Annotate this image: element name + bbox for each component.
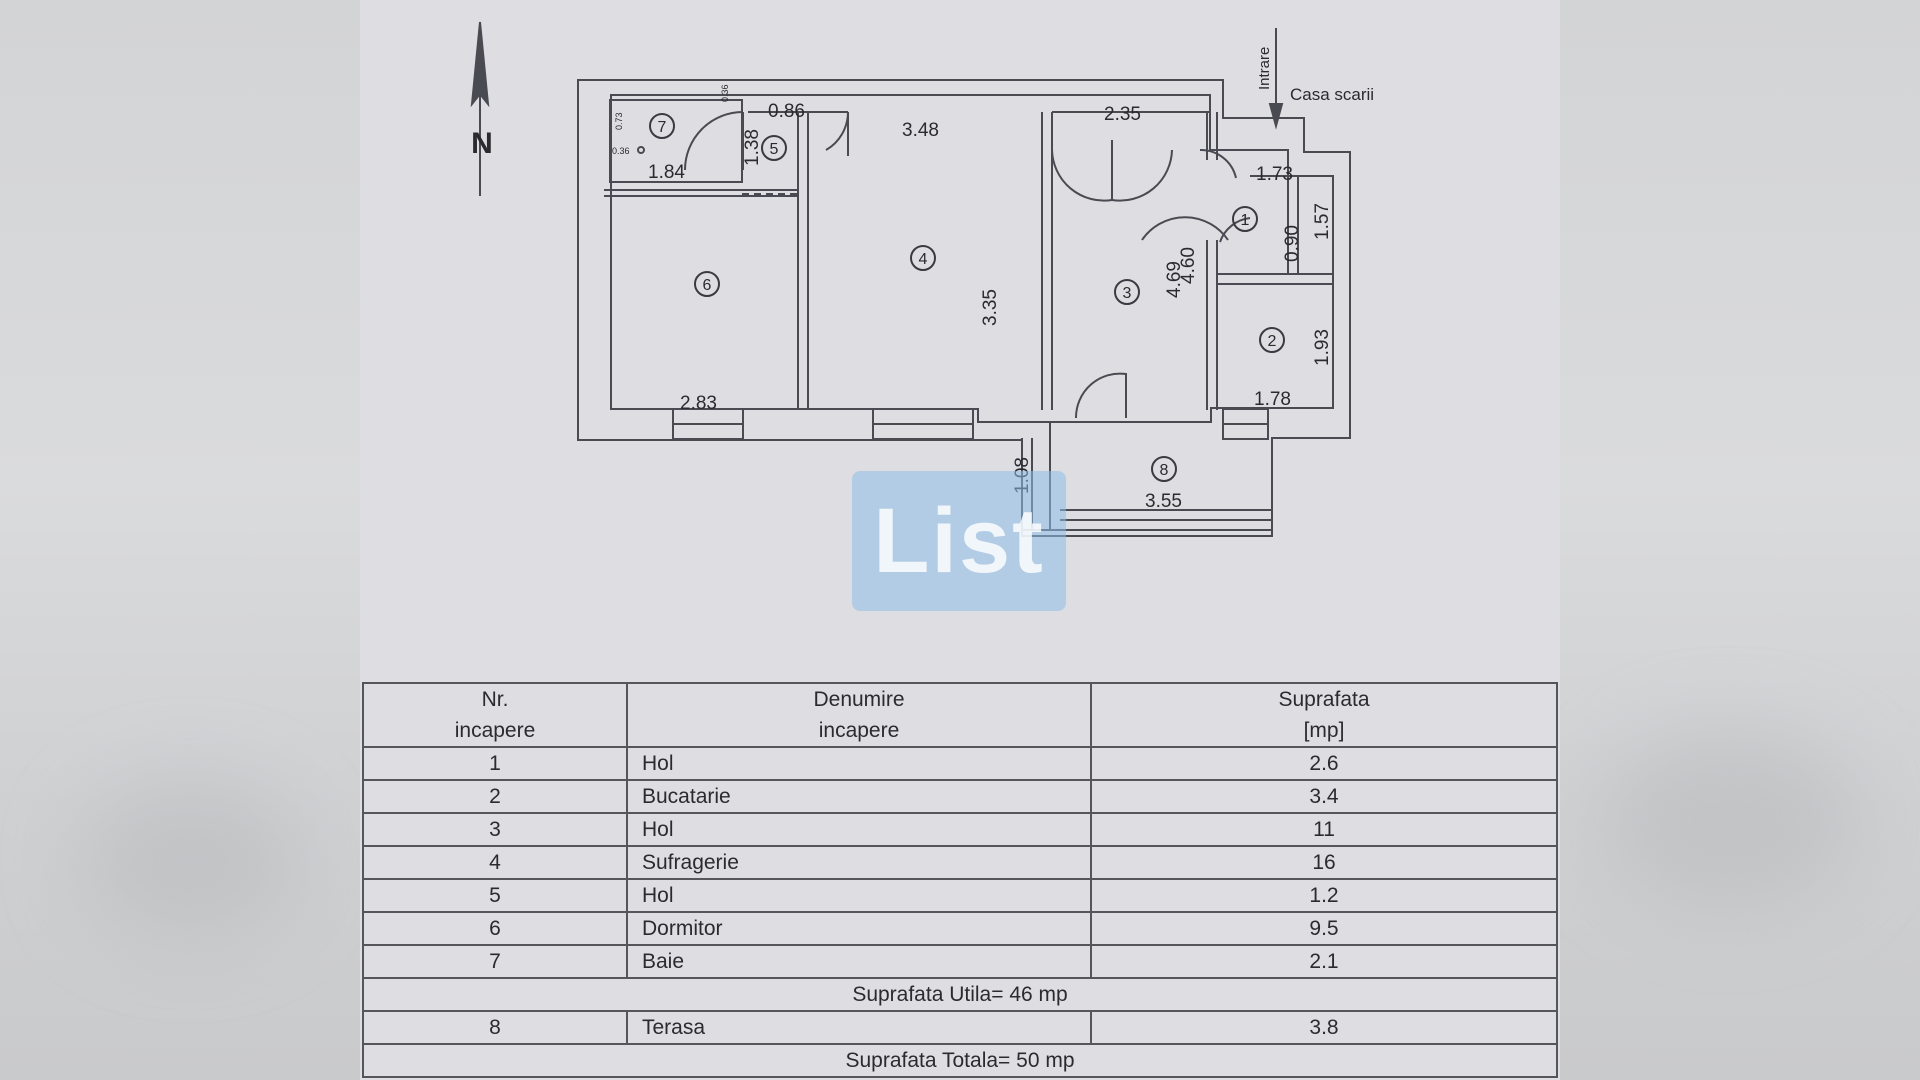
room-marker-7-label: 7 xyxy=(658,119,667,136)
total-area-row: Suprafata Totala= 50 mp xyxy=(362,1043,1558,1078)
room-name-cell: Bucatarie xyxy=(626,779,1092,814)
room-number-cell: 3 xyxy=(362,812,628,847)
room-marker-2-label: 2 xyxy=(1268,333,1277,350)
room-area-table: Nr. incapere Denumire incapere Suprafata… xyxy=(362,682,1558,1078)
room-name-cell: Sufragerie xyxy=(626,845,1092,880)
table-row: 5 Hol 1.2 xyxy=(362,878,1558,913)
dimension-label: 1.78 xyxy=(1254,389,1291,410)
room-marker-5-label: 5 xyxy=(770,141,779,158)
dimension-label: 3.55 xyxy=(1145,491,1182,512)
room-number-cell: 5 xyxy=(362,878,628,913)
dimension-label: 1.93 xyxy=(1312,329,1333,366)
background-right-blur xyxy=(1560,0,1920,1080)
north-arrow-icon xyxy=(470,21,490,108)
room-name-cell: Dormitor xyxy=(626,911,1092,946)
dimension-label: 0.86 xyxy=(768,101,805,122)
room-marker-5 xyxy=(761,135,787,161)
table-row: 2 Bucatarie 3.4 xyxy=(362,779,1558,814)
dimension-label: 2.35 xyxy=(1104,104,1141,125)
dimension-label: 2.83 xyxy=(680,393,717,414)
floor-plan-document: 1 2 3 4 5 6 7 8 N Intrare Casa scarii 0.… xyxy=(360,0,1560,1080)
dimension-label: 4.60 xyxy=(1178,247,1199,284)
entrance-label: Intrare xyxy=(1256,47,1273,90)
room-number-cell: 2 xyxy=(362,779,628,814)
inner-wall-outline xyxy=(610,94,1334,423)
room-marker-4 xyxy=(910,245,936,271)
watermark-text: List xyxy=(873,489,1045,592)
room-marker-6 xyxy=(694,271,720,297)
table-row: 3 Hol 11 xyxy=(362,812,1558,847)
table-row: 1 Hol 2.6 xyxy=(362,746,1558,781)
header-room-name: Denumire incapere xyxy=(626,682,1092,748)
room-marker-1-label: 1 xyxy=(1241,212,1250,229)
dimension-label: 1.38 xyxy=(742,129,763,166)
dimension-label: 3.35 xyxy=(980,289,1001,326)
dimension-label: 1.84 xyxy=(648,162,685,183)
entrance-arrow-icon xyxy=(1268,103,1284,130)
stairwell-label: Casa scarii xyxy=(1290,85,1374,104)
useful-area-total: Suprafata Utila= 46 mp xyxy=(362,977,1558,1012)
room-name-cell: Terasa xyxy=(626,1010,1092,1045)
room-area-cell: 9.5 xyxy=(1090,911,1558,946)
room-number-cell: 7 xyxy=(362,944,628,979)
room-area-cell: 2.1 xyxy=(1090,944,1558,979)
room-name-cell: Baie xyxy=(626,944,1092,979)
door-swing-bathroom xyxy=(684,111,744,171)
room-marker-8 xyxy=(1151,456,1177,482)
dimension-label: 1.57 xyxy=(1312,203,1333,240)
room-number-cell: 4 xyxy=(362,845,628,880)
room-area-cell: 3.8 xyxy=(1090,1010,1558,1045)
room-marker-2 xyxy=(1259,327,1285,353)
room-area-cell: 1.2 xyxy=(1090,878,1558,913)
room-marker-8-label: 8 xyxy=(1160,462,1169,479)
dimension-label: 0.73 xyxy=(614,112,624,130)
table-header-row: Nr. incapere Denumire incapere Suprafata… xyxy=(362,682,1558,748)
room-marker-7 xyxy=(649,113,675,139)
header-room-number: Nr. incapere xyxy=(362,682,628,748)
door-swing-hall5 xyxy=(825,111,849,151)
total-area: Suprafata Totala= 50 mp xyxy=(362,1043,1558,1078)
dimension-label: 4.69 xyxy=(1164,261,1185,298)
door-swing-living-left xyxy=(1051,149,1113,202)
table-row: 6 Dormitor 9.5 xyxy=(362,911,1558,946)
room-area-cell: 2.6 xyxy=(1090,746,1558,781)
useful-area-row: Suprafata Utila= 46 mp xyxy=(362,977,1558,1012)
door-swing-hall3 xyxy=(1141,216,1229,241)
dimension-label: 0.36 xyxy=(612,146,630,156)
room-area-cell: 16 xyxy=(1090,845,1558,880)
north-label: N xyxy=(471,127,493,160)
background-left-blur xyxy=(0,0,360,1080)
room-marker-3-label: 3 xyxy=(1123,285,1132,302)
table-row: 4 Sufragerie 16 xyxy=(362,845,1558,880)
header-room-area: Suprafata [mp] xyxy=(1090,682,1558,748)
door-swing-entrance xyxy=(1199,148,1237,179)
table-row: 7 Baie 2.1 xyxy=(362,944,1558,979)
room-number-cell: 8 xyxy=(362,1010,628,1045)
door-swing-terrace xyxy=(1074,372,1127,419)
room-area-cell: 11 xyxy=(1090,812,1558,847)
room-name-cell: Hol xyxy=(626,812,1092,847)
room-number-cell: 6 xyxy=(362,911,628,946)
room-area-cell: 3.4 xyxy=(1090,779,1558,814)
dimension-label: 0.36 xyxy=(720,84,730,102)
outer-wall-outline xyxy=(577,79,1351,537)
dimension-label: 0.90 xyxy=(1282,225,1303,262)
room-marker-6-label: 6 xyxy=(703,277,712,294)
door-swing-kitchen xyxy=(1219,217,1251,243)
room-marker-3 xyxy=(1114,279,1140,305)
dimension-label: 1.73 xyxy=(1256,164,1293,185)
watermark-logo: List xyxy=(852,471,1066,611)
dimension-label: 3.48 xyxy=(902,120,939,141)
room-number-cell: 1 xyxy=(362,746,628,781)
room-name-cell: Hol xyxy=(626,746,1092,781)
room-name-cell: Hol xyxy=(626,878,1092,913)
room-marker-4-label: 4 xyxy=(919,251,928,268)
terrace-row: 8 Terasa 3.8 xyxy=(362,1010,1558,1045)
room-marker-1 xyxy=(1232,206,1258,232)
